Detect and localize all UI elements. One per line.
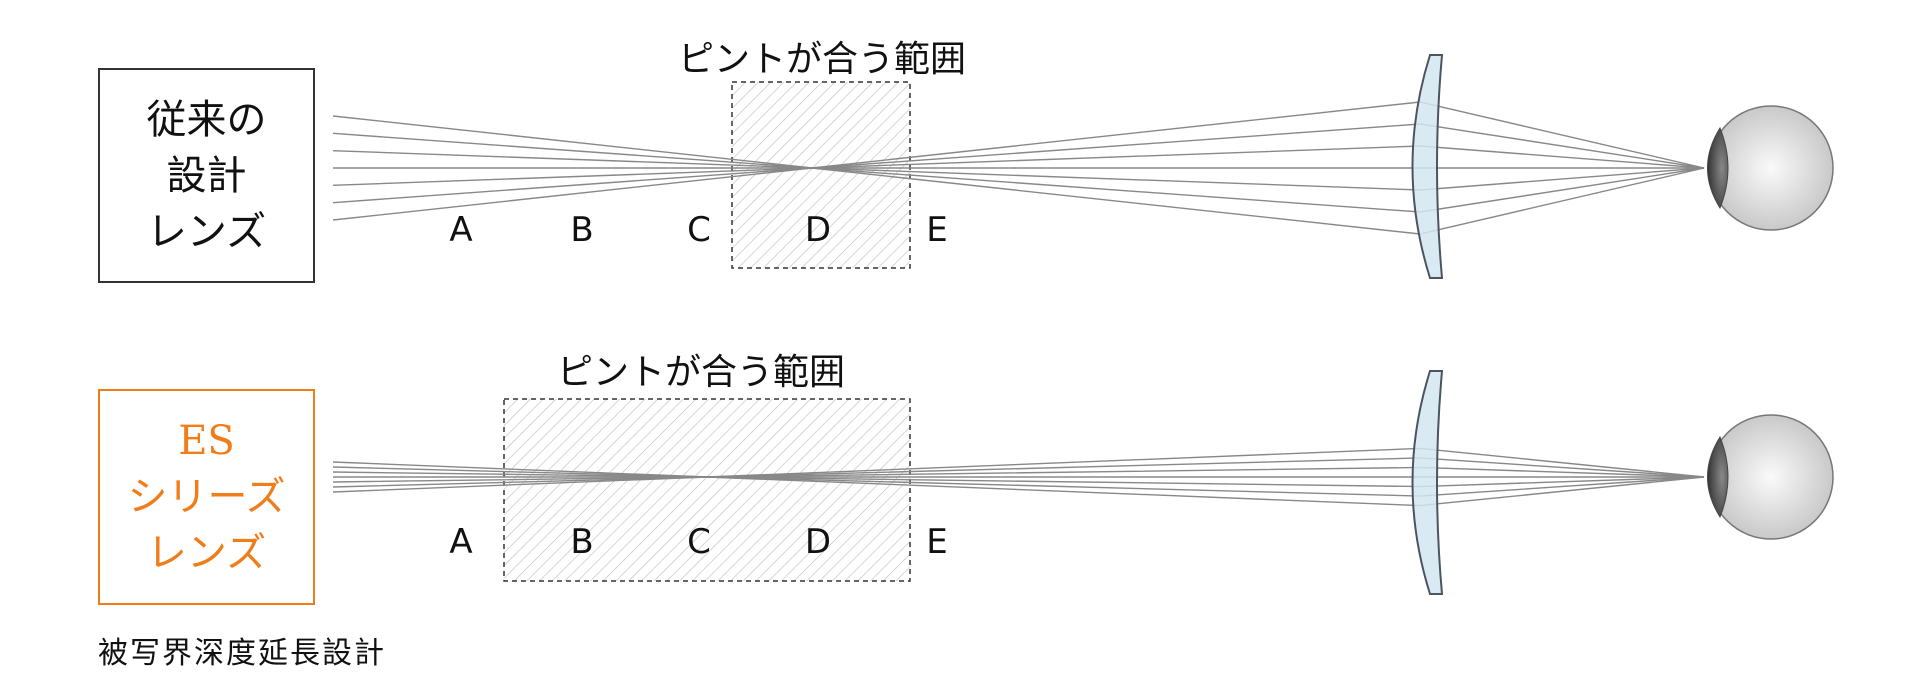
- conventional-lens-box: 従来の 設計 レンズ: [98, 68, 315, 283]
- light-ray: [332, 457, 1705, 488]
- box-line: レンズ: [146, 530, 267, 576]
- focus-range-title-top: ピントが合う範囲: [677, 39, 967, 80]
- position-label-b: B: [570, 522, 594, 562]
- light-ray: [332, 466, 1705, 483]
- position-label-d: D: [804, 210, 832, 250]
- box-line: シリーズ: [127, 474, 286, 520]
- light-ray: [332, 123, 1705, 204]
- es-series-lens-box: ES シリーズ レンズ: [98, 389, 315, 605]
- box-line: ES: [178, 418, 235, 464]
- light-ray: [332, 115, 1705, 235]
- position-label-b: B: [570, 210, 594, 250]
- focus-range-bottom: [503, 398, 911, 582]
- light-ray: [332, 466, 1705, 497]
- position-label-c: C: [687, 522, 711, 562]
- box-line: 従来の: [146, 96, 267, 143]
- position-label-d: D: [804, 522, 832, 562]
- position-label-e: E: [926, 522, 948, 562]
- light-ray: [332, 461, 1705, 507]
- box-line: レンズ: [146, 208, 267, 255]
- box-line: 設計: [166, 152, 247, 199]
- spectacle-lens: [1411, 54, 1444, 279]
- light-ray: [332, 145, 1705, 187]
- position-label-a: A: [449, 522, 473, 562]
- caption: 被写界深度延長設計: [98, 636, 386, 671]
- position-label-c: C: [687, 210, 711, 250]
- light-ray: [332, 471, 1705, 488]
- light-ray: [332, 149, 1705, 191]
- position-label-e: E: [926, 210, 948, 250]
- light-ray: [332, 132, 1705, 213]
- position-label-a: A: [449, 210, 473, 250]
- cornea-icon: [1707, 435, 1729, 519]
- light-ray: [332, 447, 1705, 493]
- focus-range-title-bottom: ピントが合う範囲: [556, 352, 846, 393]
- light-ray: [332, 101, 1705, 221]
- cornea-icon: [1707, 126, 1729, 210]
- spectacle-lens: [1411, 370, 1444, 595]
